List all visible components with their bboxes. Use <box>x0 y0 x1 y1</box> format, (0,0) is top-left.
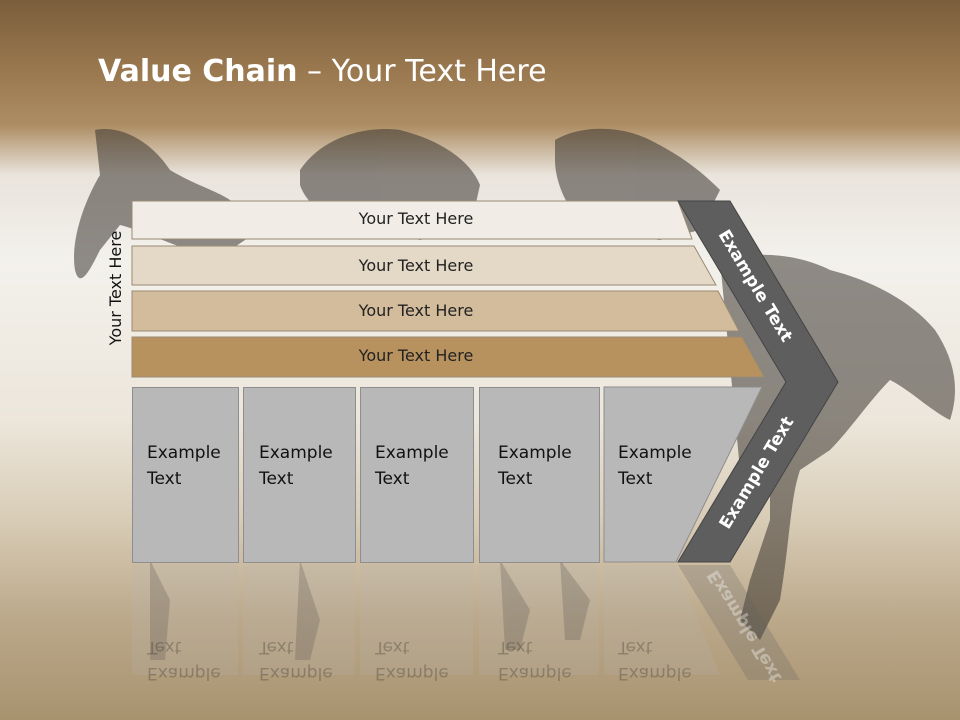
column-4 <box>479 387 600 563</box>
band-3 <box>131 290 740 332</box>
column-1-label: Example Text <box>147 443 221 489</box>
column-3-label: Example Text <box>375 443 449 489</box>
column-1 <box>132 387 239 563</box>
band-2-label: Your Text Here <box>358 256 474 275</box>
band-2 <box>131 245 717 286</box>
column-4-reflection <box>479 565 599 675</box>
column-4-label: Example Text <box>498 443 572 489</box>
slide-title: Value Chain – Your Text Here <box>98 54 547 89</box>
band-4 <box>131 336 765 378</box>
column-2-reflection <box>243 565 355 675</box>
column-3 <box>360 387 474 563</box>
column-2-label-reflection: Example Text <box>259 637 333 683</box>
column-5-label: Example Text <box>618 443 692 489</box>
column-5-reflection <box>604 565 720 675</box>
column-5-label-reflection: Example Text <box>618 637 692 683</box>
column-1-label-reflection: Example Text <box>147 637 221 683</box>
column-3-label-reflection: Example Text <box>375 637 449 683</box>
column-2 <box>243 387 356 563</box>
band-1 <box>131 200 693 240</box>
chevron-reflection <box>678 565 800 680</box>
band-4-label: Your Text Here <box>358 346 474 365</box>
column-5-shape <box>603 386 763 563</box>
band-1-label: Your Text Here <box>358 209 474 228</box>
column-3-reflection <box>360 565 473 675</box>
chevron-shape <box>677 200 839 563</box>
column-4-label-reflection: Example Text <box>498 637 572 683</box>
column-2-label: Example Text <box>259 443 333 489</box>
column-1-reflection <box>132 565 238 675</box>
band-3-label: Your Text Here <box>358 301 474 320</box>
